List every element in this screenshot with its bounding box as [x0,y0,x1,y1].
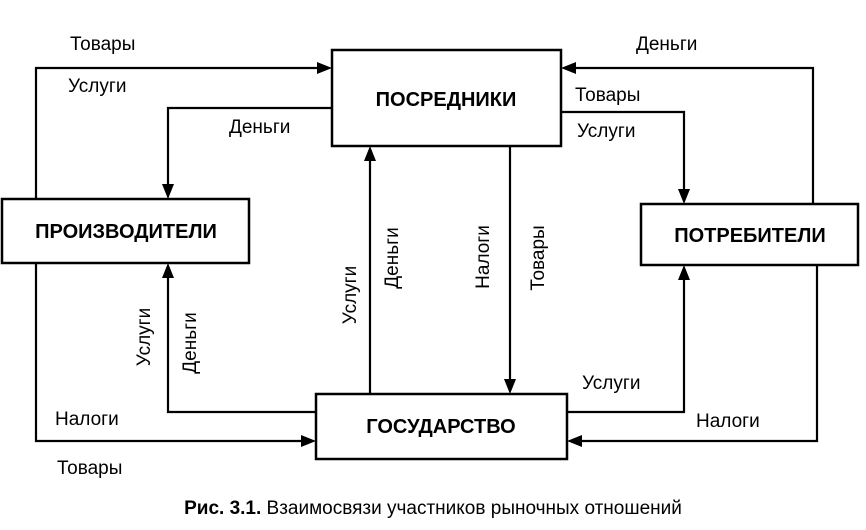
label-money-state-producers: Деньги [180,312,201,373]
arrow-intermediaries-to-state [504,146,516,394]
figure-caption-text: Взаимосвязи участников рыночных отношени… [261,498,682,519]
figure-caption: Рис. 3.1. Взаимосвязи участников рыночны… [0,498,866,520]
label-goods-top-left: Товары [70,34,135,55]
arrow-intermediaries-to-producers [162,106,332,199]
arrow-consumers-to-state [567,265,819,447]
arrow-producers-to-intermediaries [34,62,332,199]
producers-node: ПРОИЗВОДИТЕЛИ [0,197,251,265]
label-money-intermediaries-producers: Деньги [229,117,290,138]
consumers-node: ПОТРЕБИТЕЛИ [639,202,860,267]
label-services-state-producers: Услуги [134,308,155,366]
label-taxes-producers-state: Налоги [55,409,119,430]
label-services-state-intermediaries: Услуги [340,266,361,324]
state-label: ГОСУДАРСТВО [366,416,515,438]
arrow-producers-to-state [34,263,316,447]
label-goods-producers-state: Товары [57,458,122,479]
intermediaries-label: ПОСРЕДНИКИ [376,89,517,111]
label-taxes-consumers-state: Налоги [696,411,760,432]
label-goods-intermediaries-consumers: Товары [575,85,640,106]
label-money-consumers-intermediaries: Деньги [636,34,697,55]
arrow-state-to-intermediaries [364,146,376,394]
label-services-state-consumers: Услуги [582,373,640,394]
arrow-state-to-producers [162,263,316,414]
label-taxes-intermediaries-state: Налоги [473,225,494,289]
arrow-consumers-to-intermediaries [561,62,815,204]
label-money-state-intermediaries: Деньги [382,227,403,288]
state-node: ГОСУДАРСТВО [314,392,569,461]
consumers-label: ПОТРЕБИТЕЛИ [674,225,826,247]
label-goods-intermediaries-state: Товары [528,225,549,290]
producers-label: ПРОИЗВОДИТЕЛИ [35,221,217,243]
intermediaries-node: ПОСРЕДНИКИ [330,48,563,148]
arrow-state-to-consumers [567,265,690,414]
figure-caption-number: Рис. 3.1. [184,498,262,519]
arrow-intermediaries-to-consumers [561,110,690,204]
label-services-top-left: Услуги [68,76,126,97]
label-services-intermediaries-consumers: Услуги [577,121,635,142]
